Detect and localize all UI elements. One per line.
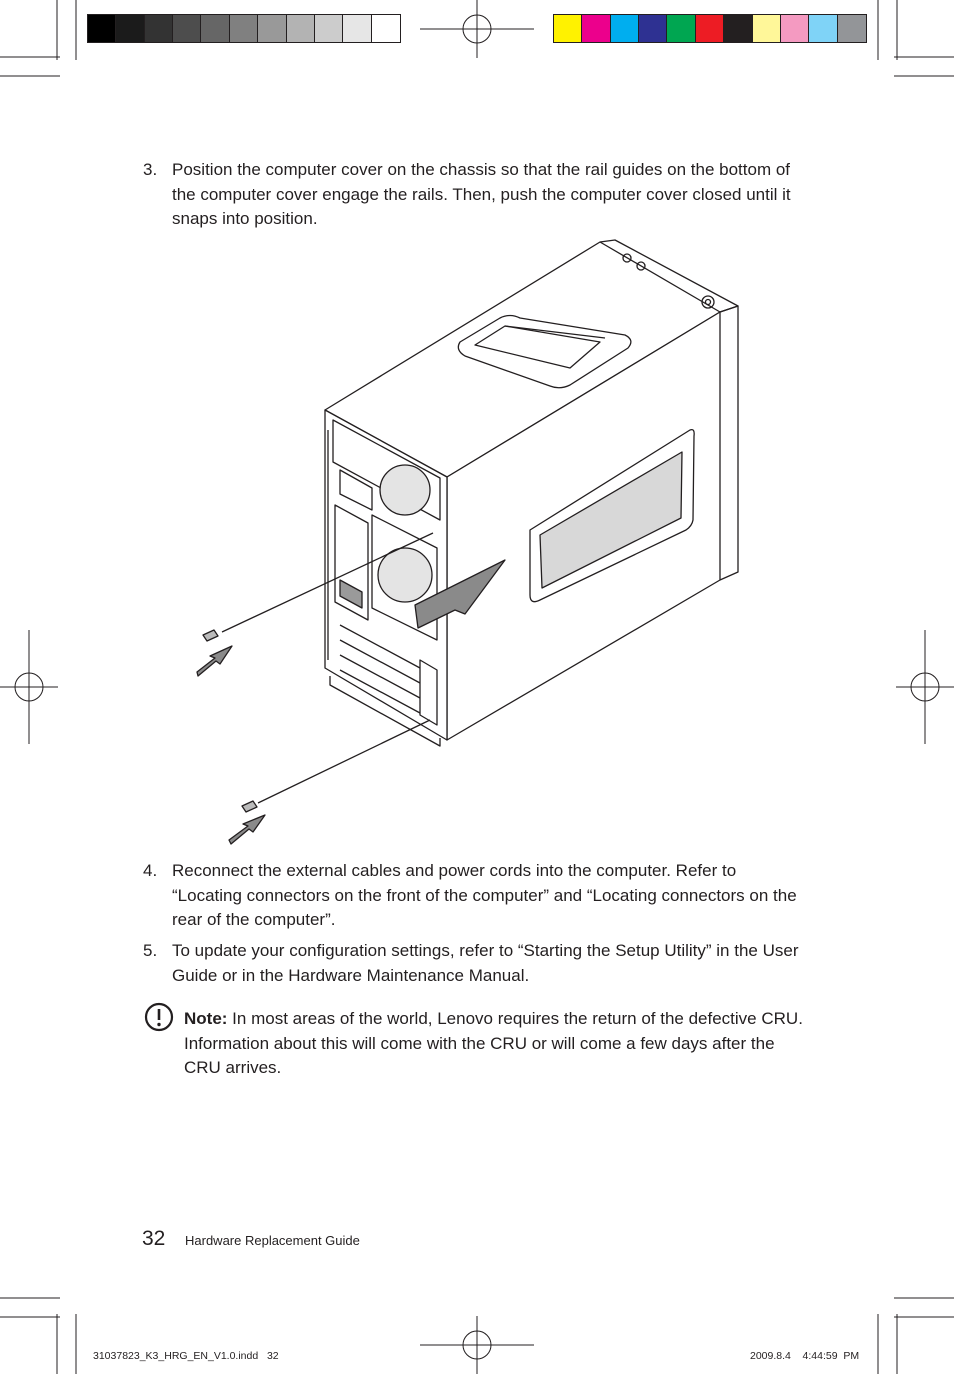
gray-swatch [144, 15, 174, 42]
step-5: 5. To update your configuration settings… [143, 939, 803, 989]
color-swatch [809, 15, 838, 42]
step-number: 5. [143, 941, 158, 960]
attention-icon [144, 1002, 174, 1032]
color-swatch [752, 15, 781, 42]
gray-swatch [229, 15, 259, 42]
note-label: Note: [184, 1009, 228, 1028]
color-swatch [695, 15, 725, 42]
color-swatch [582, 15, 611, 42]
note-text: Note: In most areas of the world, Lenovo… [184, 1007, 803, 1081]
step-4: 4. Reconnect the external cables and pow… [143, 859, 803, 933]
color-swatch [724, 15, 753, 42]
gray-swatch [173, 15, 202, 42]
gray-swatch [88, 15, 117, 42]
color-calibration-bar [553, 14, 867, 43]
computer-cover-illustration [196, 239, 739, 845]
note-body: In most areas of the world, Lenovo requi… [184, 1009, 803, 1077]
gray-swatch [371, 15, 400, 42]
color-swatch [610, 15, 640, 42]
color-swatch [639, 15, 668, 42]
slug-file-info: 31037823_K3_HRG_EN_V1.0.indd 32 [93, 1350, 279, 1362]
step-3: 3. Position the computer cover on the ch… [143, 158, 803, 232]
page-number: 32 [142, 1227, 166, 1250]
gray-swatch [314, 15, 344, 42]
gray-swatch [258, 15, 287, 42]
color-swatch [780, 15, 810, 42]
color-swatch [554, 15, 583, 42]
running-footer-title: Hardware Replacement Guide [185, 1233, 360, 1248]
gray-calibration-bar [87, 14, 401, 43]
step-text: Position the computer cover on the chass… [172, 160, 791, 228]
color-swatch [667, 15, 696, 42]
gray-swatch [286, 15, 315, 42]
gray-swatch [201, 15, 230, 42]
step-number: 3. [143, 160, 158, 179]
step-text: To update your configuration settings, r… [172, 941, 799, 985]
step-number: 4. [143, 861, 158, 880]
gray-swatch [343, 15, 372, 42]
gray-swatch [116, 15, 145, 42]
color-swatch [837, 15, 866, 42]
step-text: Reconnect the external cables and power … [172, 861, 797, 929]
slug-timestamp: 2009.8.4 4:44:59 PM [750, 1350, 860, 1362]
